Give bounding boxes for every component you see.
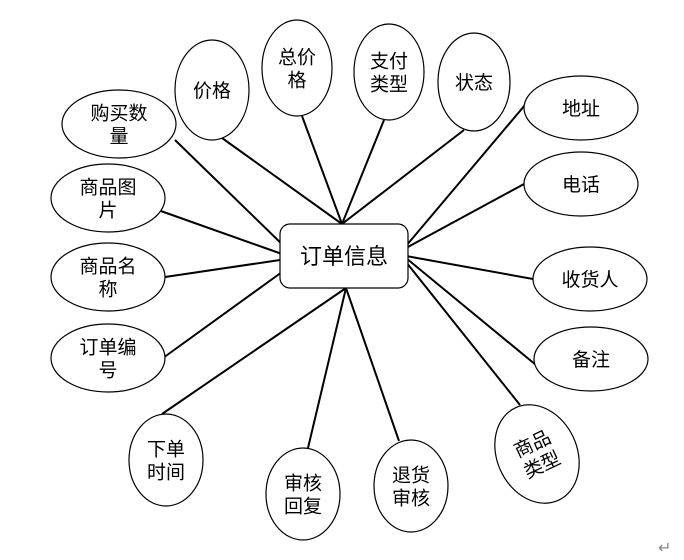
- connector-order-time: [161, 287, 347, 415]
- attribute-label-line: 时间: [147, 462, 185, 484]
- connector-product-name: [164, 259, 281, 278]
- connector-receiver: [405, 255, 534, 280]
- attribute-ellipse[interactable]: [50, 242, 166, 312]
- attribute-total-price[interactable]: 总价格: [261, 19, 333, 117]
- connector-address: [405, 104, 526, 247]
- attribute-label-line: 收货人: [561, 269, 618, 291]
- attribute-label-line: 审核: [392, 488, 430, 510]
- attribute-label: 商品名称: [79, 256, 136, 301]
- attribute-label-line: 支付: [370, 51, 408, 73]
- attribute-label: 下单时间: [147, 439, 185, 484]
- attribute-label-line: 商品名: [79, 256, 136, 278]
- attribute-order-number[interactable]: 订单编号: [50, 323, 166, 393]
- attribute-price[interactable]: 价格: [174, 39, 250, 141]
- attribute-ellipse[interactable]: [533, 326, 649, 392]
- paragraph-mark: ↵: [658, 538, 672, 557]
- attribute-label-line: 类型: [370, 74, 408, 96]
- attribute-ellipse[interactable]: [174, 39, 250, 141]
- attribute-ellipse[interactable]: [265, 447, 341, 541]
- attribute-receiver[interactable]: 收货人: [532, 246, 648, 312]
- attribute-label-line: 状态: [455, 72, 493, 94]
- attribute-quantity[interactable]: 购买数量: [61, 89, 177, 159]
- attribute-label: 电话: [562, 174, 600, 196]
- connector-lines: [157, 104, 537, 449]
- connector-price: [221, 137, 343, 225]
- attribute-return-review[interactable]: 退货审核: [373, 439, 449, 533]
- attribute-label: 退货审核: [392, 465, 430, 510]
- attribute-product-type[interactable]: 商品类型: [479, 391, 595, 517]
- entity-box[interactable]: [279, 223, 409, 289]
- connector-quantity: [174, 139, 289, 251]
- entity-label: 订单信息: [300, 245, 388, 270]
- attribute-label: 备注: [572, 349, 610, 371]
- attribute-label: 审核回复: [284, 473, 322, 518]
- connector-product-type: [405, 261, 521, 406]
- connector-status: [341, 129, 465, 225]
- connector-return-review: [345, 287, 400, 442]
- connector-order-number: [162, 271, 283, 359]
- attribute-label-line: 审核: [284, 473, 322, 495]
- attribute-label-line: 下单: [147, 439, 185, 461]
- attribute-ellipse[interactable]: [437, 32, 511, 132]
- attribute-label: 支付类型: [370, 51, 408, 96]
- attribute-phone[interactable]: 电话: [523, 151, 639, 217]
- connector-remark: [405, 257, 537, 366]
- attribute-ellipse[interactable]: [61, 89, 177, 159]
- attribute-label-line: 电话: [562, 174, 600, 196]
- connector-total-price: [301, 115, 343, 225]
- attribute-ellipse[interactable]: [261, 19, 333, 117]
- entity-order-info[interactable]: 订单信息: [279, 223, 409, 289]
- attribute-ellipse[interactable]: [128, 413, 204, 507]
- attribute-ellipse[interactable]: [353, 23, 425, 121]
- attribute-layer: 购买数量价格总价格支付类型状态地址电话收货人备注商品类型退货审核审核回复下单时间…: [50, 19, 649, 541]
- attribute-label-line: 订单编: [79, 337, 136, 359]
- connector-phone: [405, 183, 525, 249]
- attribute-label-line: 地址: [562, 98, 600, 120]
- attribute-label-line: 片: [98, 200, 117, 222]
- attribute-label-line: 退货: [392, 465, 430, 487]
- attribute-label: 收货人: [561, 269, 618, 291]
- attribute-ellipse[interactable]: [50, 323, 166, 393]
- connector-product-image: [157, 209, 283, 255]
- attribute-label-line: 量: [109, 126, 128, 148]
- attribute-label-line: 购买数: [90, 103, 147, 125]
- attribute-address[interactable]: 地址: [523, 75, 639, 141]
- attribute-label: 总价格: [278, 47, 316, 92]
- connector-payment-type: [341, 119, 385, 225]
- attribute-review-reply[interactable]: 审核回复: [265, 447, 341, 541]
- attribute-label: 商品图片: [79, 177, 136, 222]
- attribute-label-line: 号: [98, 360, 117, 382]
- attribute-label: 地址: [562, 98, 600, 120]
- attribute-label: 状态: [455, 72, 493, 94]
- attribute-ellipse[interactable]: [479, 391, 595, 517]
- attribute-label-line: 回复: [284, 496, 322, 518]
- connector-review-reply: [307, 287, 347, 449]
- attribute-product-image[interactable]: 商品图片: [50, 163, 166, 233]
- attribute-label-line: 价格: [193, 80, 231, 102]
- attribute-remark[interactable]: 备注: [533, 326, 649, 392]
- attribute-payment-type[interactable]: 支付类型: [353, 23, 425, 121]
- attribute-order-time[interactable]: 下单时间: [128, 413, 204, 507]
- attribute-ellipse[interactable]: [373, 439, 449, 533]
- attribute-label: 订单编号: [79, 337, 136, 382]
- attribute-product-name[interactable]: 商品名称: [50, 242, 166, 312]
- attribute-label-line: 总价: [278, 47, 316, 69]
- attribute-label-line: 称: [98, 279, 117, 301]
- attribute-label-line: 商品图: [79, 177, 136, 199]
- attribute-ellipse[interactable]: [532, 246, 648, 312]
- attribute-label: 价格: [193, 80, 231, 102]
- attribute-ellipse[interactable]: [50, 163, 166, 233]
- attribute-ellipse[interactable]: [523, 151, 639, 217]
- attribute-ellipse[interactable]: [523, 75, 639, 141]
- attribute-label: 购买数量: [90, 103, 147, 148]
- attribute-status[interactable]: 状态: [437, 32, 511, 132]
- attribute-label-line: 备注: [572, 349, 610, 371]
- attribute-label-line: 格: [287, 70, 306, 92]
